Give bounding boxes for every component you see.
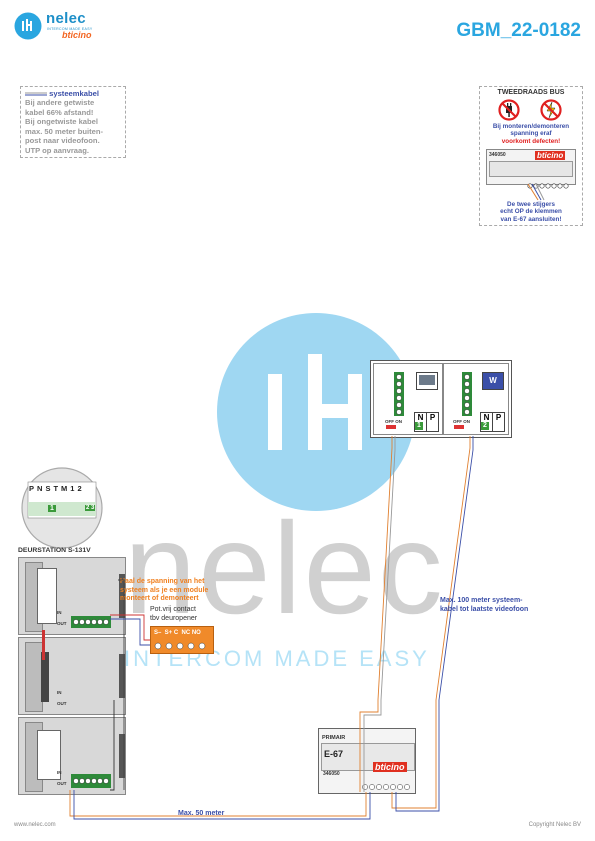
power-supply-brand: bticino	[373, 762, 407, 772]
door-station: IN OUT IN OUT IN OUT	[18, 557, 126, 797]
door-in-label: IN	[57, 610, 62, 615]
bus-module: 346050 bticino	[486, 149, 576, 189]
door-terminal-block	[71, 774, 111, 788]
power-supply-code: 346050	[323, 771, 340, 777]
monitor-id-badge: 2	[481, 422, 489, 430]
power-supply: PRIMAIR E-67 346050 bticino	[318, 728, 416, 794]
document-id: GBM_22-0182	[456, 20, 581, 41]
bus-note: De twee stijgers echt OP de klemmen van …	[500, 201, 562, 223]
monitor-off-on: OFF ON	[453, 419, 470, 424]
brand-tagline: INTERCOM MADE EASY	[47, 27, 93, 31]
bus-box: TWEEDRAADS BUS Bij monteren/demonteren s…	[479, 86, 583, 226]
brand-name: nelec	[46, 10, 86, 27]
cable-note-line: kabel 66% afstand!	[25, 107, 94, 117]
monitor-off-on: OFF ON	[385, 419, 402, 424]
monitor-id-badge: 1	[415, 422, 423, 430]
bus-module-code: 346050	[489, 152, 506, 158]
cable-note-line: UTP op aanvraag.	[25, 145, 90, 155]
door-out-label: OUT	[57, 781, 67, 786]
door-module-cable	[41, 652, 49, 702]
cable-note-line: post naar videofoon.	[25, 136, 100, 145]
power-supply-header: PRIMAIR	[322, 735, 346, 741]
door-module-wire	[42, 630, 45, 660]
cable-note-line: max. 50 meter buiten-	[25, 126, 104, 136]
door-in-label: IN	[57, 690, 62, 695]
door-out-label: OUT	[57, 621, 67, 626]
monitor-switch[interactable]	[386, 425, 396, 429]
door-warning: Haal de spanning van het systeem als je …	[120, 578, 209, 602]
no-plug-icon	[498, 99, 520, 121]
cable-note: systeemkabel Bij andere getwiste kabel 6…	[20, 86, 126, 158]
monitor-screen-icon: W	[482, 372, 504, 390]
relay-terminal-labels: S– S+ C NC NO	[154, 630, 201, 636]
monitor-2: W OFF ON N P 2	[443, 363, 509, 435]
dip-detail-circle	[21, 467, 103, 549]
door-module-board	[37, 730, 61, 780]
cable-note-line: Bij ongetwiste kabel	[25, 117, 99, 126]
power-supply-name: E-67	[324, 749, 344, 759]
monitor-switch[interactable]	[454, 425, 464, 429]
cable-legend: systeemkabel	[25, 89, 121, 98]
monitor-terminal-strip	[462, 372, 472, 416]
door-module-edge	[119, 734, 125, 778]
door-module-1: IN OUT	[18, 557, 126, 635]
door-module-board	[37, 568, 57, 624]
relay-module: S– S+ C NC NO	[150, 626, 214, 654]
monitor-slot-p: P	[426, 412, 439, 432]
max-100-note: Max. 100 meter systeem- kabel tot laatst…	[440, 597, 529, 613]
bus-module-brand: bticino	[535, 151, 566, 160]
cable-legend-icon	[25, 92, 47, 96]
door-module-2: IN OUT	[18, 630, 126, 715]
door-module-edge	[119, 654, 125, 698]
dip-labels: PNSTM12	[29, 484, 85, 493]
relay-terminals	[154, 642, 206, 650]
no-power-icon	[540, 99, 562, 121]
footer-copyright: Copyright Nelec BV	[528, 822, 581, 828]
nelec-logo-icon	[14, 12, 42, 40]
door-out-label: OUT	[57, 701, 67, 706]
power-supply-terminals	[362, 784, 410, 790]
cable-note-line: Bij andere getwiste	[25, 98, 95, 107]
dip-value-a: 1	[48, 505, 56, 512]
monitor-1: OFF ON N P 1	[373, 363, 443, 435]
door-in-label: IN	[57, 770, 62, 775]
bus-warning: Bij monteren/demonteren spanning eraf vo…	[492, 123, 570, 145]
monitor-terminal-strip	[394, 372, 404, 416]
bus-risers	[527, 183, 545, 201]
max-50-note: Max. 50 meter	[178, 810, 225, 817]
monitor-screen-icon	[416, 372, 438, 390]
monitor-slot-p: P	[492, 412, 505, 432]
door-station-title: DEURSTATION S-131V	[18, 547, 91, 554]
bus-module-terminals	[527, 176, 573, 189]
brand-logo: nelec INTERCOM MADE EASY bticino	[14, 10, 114, 42]
bus-module-body	[489, 161, 573, 177]
partner-brand: bticino	[62, 30, 92, 40]
footer-website: www.nelec.com	[14, 822, 56, 828]
bus-box-title: TWEEDRAADS BUS	[497, 89, 565, 96]
monitor-panel: OFF ON N P 1 W OFF ON N P 2	[370, 360, 512, 438]
door-terminal-block	[71, 616, 111, 628]
relay-caption: Pot.vrij contact tbv deuropener	[150, 606, 198, 622]
dip-value-b: 2 3	[85, 505, 96, 511]
door-module-3: IN OUT	[18, 717, 126, 795]
